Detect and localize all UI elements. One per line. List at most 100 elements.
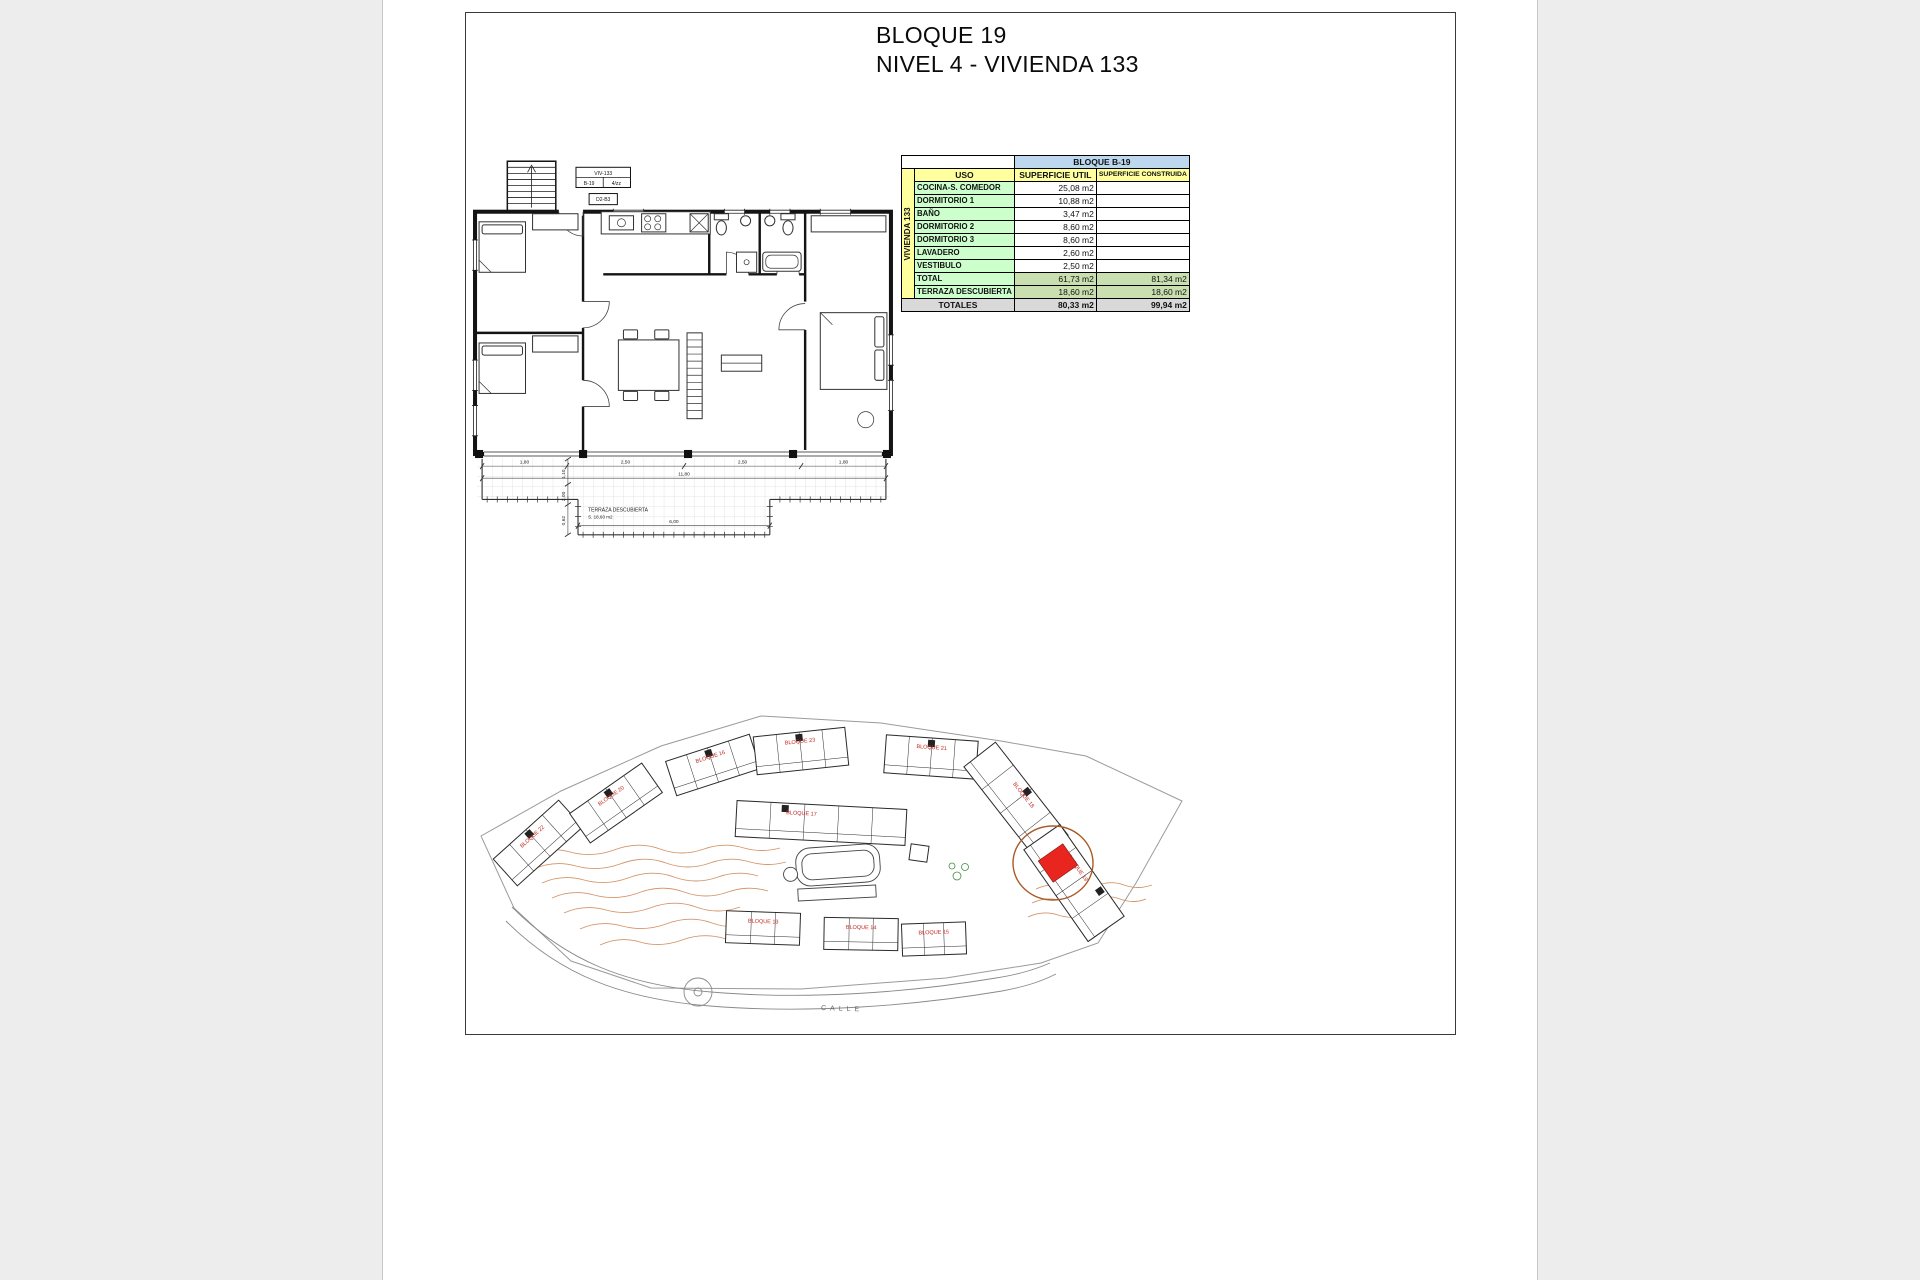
drawing-frame: BLOQUE 19 NIVEL 4 - VIVIENDA 133 xyxy=(465,12,1456,1035)
block-21-building: BLOQUE 21 xyxy=(883,734,979,780)
block-label: BLOQUE 21 xyxy=(916,744,947,752)
block-label: BLOQUE 14 xyxy=(846,925,877,932)
construida-cell xyxy=(1095,233,1190,247)
terrace-annotation: TERRAZA DESCUBIERTA S. 18,60 m2 xyxy=(588,508,649,520)
total-label: TOTAL xyxy=(914,272,1015,286)
util-cell: 10,88 m2 xyxy=(1013,194,1097,208)
highlight-unit xyxy=(1037,843,1079,883)
table-row: DORMITORIO 2 8,60 m2 xyxy=(902,220,1190,234)
pool xyxy=(783,843,930,902)
site-plan: BLOQUE 22 BLOQUE 20 BLOQUE 16 BLOQUE 23 xyxy=(480,715,1183,1013)
dim-v2: 2,00 xyxy=(561,491,567,501)
bedroom-1 xyxy=(478,213,579,273)
living-dining xyxy=(617,329,763,420)
stairwell xyxy=(506,160,557,213)
stamp-ref: VIV-133 xyxy=(594,171,612,177)
table-block-header: BLOQUE B-19 xyxy=(1013,155,1190,169)
uso-cell: BAÑO xyxy=(914,207,1015,221)
kitchen xyxy=(600,211,711,235)
windows xyxy=(472,208,894,459)
total-construida: 81,34 m2 xyxy=(1095,272,1190,286)
construida-cell xyxy=(1095,207,1190,221)
terraza-util: 18,60 m2 xyxy=(1013,285,1097,299)
block-label: BLOQUE 15 xyxy=(918,929,949,936)
table-row: VESTIBULO 2,50 m2 xyxy=(902,259,1190,273)
block-label: BLOQUE 23 xyxy=(785,737,816,746)
uso-cell: DORMITORIO 1 xyxy=(914,194,1015,208)
construida-cell xyxy=(1095,246,1190,260)
table-row: DORMITORIO 3 8,60 m2 xyxy=(902,233,1190,247)
util-cell: 2,50 m2 xyxy=(1013,259,1097,273)
dim-v1: 1,10 xyxy=(561,469,567,479)
totales-construida: 99,94 m2 xyxy=(1095,298,1190,312)
total-row: TOTAL 61,73 m2 81,34 m2 xyxy=(902,272,1190,286)
block-23-building: BLOQUE 23 xyxy=(752,726,850,776)
vivienda-label: VIVIENDA 133 xyxy=(902,206,912,261)
bathroom-2 xyxy=(762,213,802,272)
terrace-label: TERRAZA DESCUBIERTA xyxy=(588,508,649,514)
dim-2: 2,50 xyxy=(621,460,631,466)
block-20-building: BLOQUE 20 xyxy=(568,762,664,844)
util-cell: 25,08 m2 xyxy=(1013,181,1097,195)
tree-icon xyxy=(948,862,969,881)
construida-cell xyxy=(1095,259,1190,273)
street xyxy=(505,906,1057,1010)
plan-sheet: BLOQUE 19 NIVEL 4 - VIVIENDA 133 xyxy=(382,0,1538,1280)
vivienda-vertical-cell: VIVIENDA 133 xyxy=(901,168,915,299)
block-15-building: BLOQUE 15 xyxy=(900,921,968,957)
total-util: 61,73 m2 xyxy=(1013,272,1097,286)
stamp-unit: 4/zz xyxy=(612,181,622,187)
construida-cell xyxy=(1095,220,1190,234)
col-header-util: SUPERFICIE UTIL xyxy=(1013,168,1097,182)
table-row: LAVADERO 2,60 m2 xyxy=(902,246,1190,260)
title-line-1: BLOQUE 19 xyxy=(876,22,1007,48)
area-table: BLOQUE B-19 VIVIENDA 133 USO SUPERFICIE … xyxy=(901,155,1190,312)
title-block: BLOQUE 19 NIVEL 4 - VIVIENDA 133 xyxy=(876,21,1139,79)
title-line-2: NIVEL 4 - VIVIENDA 133 xyxy=(876,51,1139,77)
block-22-building: BLOQUE 22 xyxy=(492,799,584,887)
table-blank-corner xyxy=(901,155,1015,169)
block-17-building: BLOQUE 17 xyxy=(734,800,908,846)
dim-1: 1,80 xyxy=(520,460,530,466)
dim-v3: 0,62 xyxy=(561,516,567,526)
uso-cell: VESTIBULO xyxy=(914,259,1015,273)
master-bedroom xyxy=(810,215,888,429)
block-14-building: BLOQUE 14 xyxy=(823,916,899,952)
construida-cell xyxy=(1095,181,1190,195)
uso-cell: COCINA-S. COMEDOR xyxy=(914,181,1015,195)
block-label: BLOQUE 17 xyxy=(786,810,817,818)
interior-walls xyxy=(475,211,807,455)
util-cell: 8,60 m2 xyxy=(1013,233,1097,247)
util-cell: 3,47 m2 xyxy=(1013,207,1097,221)
col-header-uso: USO xyxy=(914,168,1015,182)
stamp-code: D2-B3 xyxy=(596,197,610,203)
table-row: BAÑO 3,47 m2 xyxy=(902,207,1190,221)
terraza-label: TERRAZA DESCUBIERTA xyxy=(914,285,1015,299)
dim-total: 11,80 xyxy=(678,472,690,478)
floor-plan: VIV-133 B-19 4/zz D2-B3 xyxy=(472,160,894,538)
dim-4: 1,80 xyxy=(839,460,849,466)
totales-label: TOTALES xyxy=(901,298,1015,312)
stamp-block: B-19 xyxy=(584,181,595,187)
terrace-area: S. 18,60 m2 xyxy=(588,515,613,520)
table-row: DORMITORIO 1 10,88 m2 xyxy=(902,194,1190,208)
street-label: CALLE xyxy=(821,1005,863,1013)
block-18-building: BLOQUE 18 xyxy=(963,741,1069,861)
util-cell: 2,60 m2 xyxy=(1013,246,1097,260)
table-row: COCINA-S. COMEDOR 25,08 m2 xyxy=(902,181,1190,195)
util-cell: 8,60 m2 xyxy=(1013,220,1097,234)
title-stamp: VIV-133 B-19 4/zz D2-B3 xyxy=(575,166,631,206)
uso-cell: DORMITORIO 3 xyxy=(914,233,1015,247)
bedroom-2 xyxy=(478,335,579,394)
uso-cell: DORMITORIO 2 xyxy=(914,220,1015,234)
highlight-circle xyxy=(1012,825,1094,901)
totales-util: 80,33 m2 xyxy=(1013,298,1097,312)
dimension-lines: 1,80 2,50 2,50 1,80 11,80 1,10 2,00 0,62… xyxy=(479,456,889,538)
block-13-building: BLOQUE 13 xyxy=(724,910,802,946)
dim-3: 2,50 xyxy=(738,460,748,466)
block-label: BLOQUE 13 xyxy=(748,918,779,925)
construida-cell xyxy=(1095,194,1190,208)
dim-bottom: 6,00 xyxy=(669,519,679,525)
terraza-construida: 18,60 m2 xyxy=(1095,285,1190,299)
terraza-row: TERRAZA DESCUBIERTA 18,60 m2 18,60 m2 xyxy=(902,285,1190,299)
